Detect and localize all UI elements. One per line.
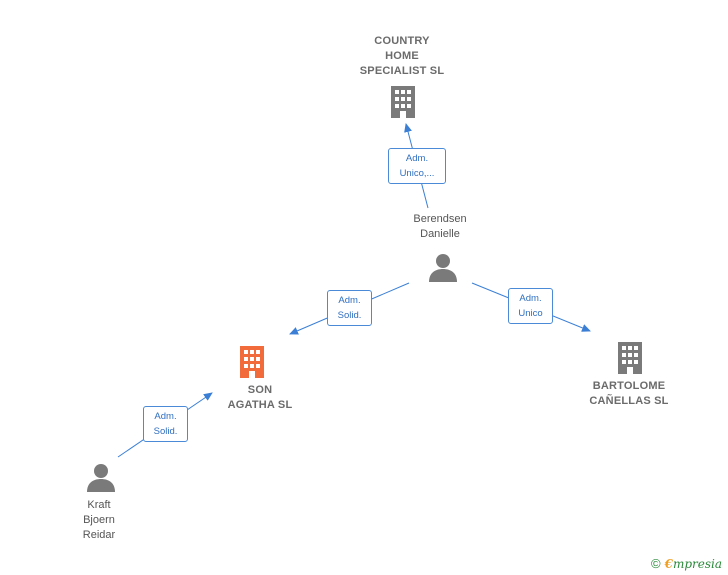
node-label-bartolome[interactable]: BARTOLOME CAÑELLAS SL xyxy=(589,380,669,407)
edge-label-berendsen-bartolome[interactable]: Adm. Unico xyxy=(508,288,553,324)
building-icon[interactable] xyxy=(616,340,646,376)
edge-label-line2: Unico,... xyxy=(399,168,435,179)
edge-label-line1: Adm. xyxy=(519,293,542,304)
brand-logo-e: € xyxy=(664,557,673,571)
person-icon[interactable] xyxy=(428,252,458,282)
building-icon[interactable] xyxy=(389,84,419,120)
edge-label-line1: Adm. xyxy=(405,153,429,164)
edge-label-line1: Adm. xyxy=(154,411,177,422)
footer-brand[interactable]: ©€mpresia xyxy=(651,556,722,571)
node-label-country-home[interactable]: COUNTRY HOME SPECIALIST SL xyxy=(359,35,445,77)
person-icon[interactable] xyxy=(86,462,116,492)
building-icon-focus[interactable] xyxy=(238,344,268,380)
edge-label-line2: Solid. xyxy=(153,426,178,437)
node-label-kraft[interactable]: Kraft Bjoern Reidar xyxy=(82,499,116,541)
copyright-symbol: © xyxy=(650,556,661,571)
brand-logo: €mpresia xyxy=(665,557,722,571)
edge-label-line1: Adm. xyxy=(338,295,361,306)
edge-label-kraft-sonagatha[interactable]: Adm. Solid. xyxy=(143,406,188,442)
edge-label-line2: Unico xyxy=(518,308,543,319)
edge-label-line2: Solid. xyxy=(337,310,362,321)
node-label-son-agatha[interactable]: SON AGATHA SL xyxy=(227,384,293,411)
brand-logo-rest: mpresia xyxy=(672,557,722,571)
edge-label-berendsen-sonagatha[interactable]: Adm. Solid. xyxy=(327,290,372,326)
node-label-berendsen[interactable]: Berendsen Danielle xyxy=(413,213,467,240)
edge-label-berendsen-countryhome[interactable]: Adm. Unico,... xyxy=(388,148,446,184)
